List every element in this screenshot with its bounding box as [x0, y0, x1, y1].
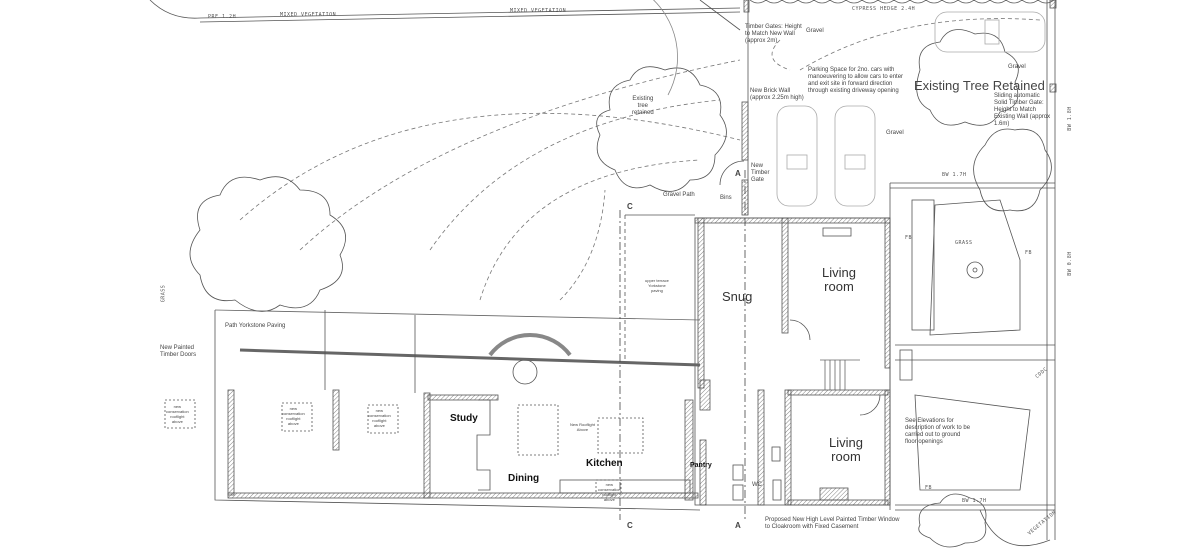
room-dining: Dining [508, 473, 540, 484]
rooflight-note: new conservation rooflight above [368, 408, 391, 428]
room-living-top: Living room [822, 265, 856, 294]
cypress-hedge [749, 0, 1055, 4]
bw-label: BW 1.7H [962, 498, 987, 504]
gravel-label: Gravel [806, 28, 824, 34]
section-a-marker: A [735, 169, 741, 178]
grass-label: GRASS [955, 240, 973, 246]
parked-cars [776, 11, 1046, 207]
building-walls [164, 214, 891, 511]
prf-label: PRF 1.2H [208, 14, 237, 20]
gravel-label: Gravel [1008, 64, 1026, 70]
fb-label: FB [925, 485, 933, 491]
mixed-vegetation-label: MIXED VEGETATION [510, 8, 567, 14]
wc-fittings [732, 446, 782, 501]
hedge-label: CYPRESS HEDGE 2.4H [852, 6, 916, 12]
existing-tree-small-note: Existing tree retained [632, 96, 654, 116]
bins-label: Bins [720, 195, 732, 201]
rooflight-note: new conservation rooflight above [166, 404, 189, 424]
room-pantry: Pantry [690, 462, 712, 469]
rooflight-note: new conservation rooflight above [598, 482, 621, 502]
room-study: Study [450, 413, 478, 424]
section-lines [619, 170, 746, 520]
bw-label: BW 1.8H [1066, 106, 1073, 131]
proposed-window-note: Proposed New High Level Painted Timber W… [765, 517, 900, 530]
grass-label: GRASS [160, 284, 167, 303]
new-timber-gate-note: New Timber Gate [751, 163, 770, 183]
new-rooflight-note: New Rooflight Above [570, 422, 595, 432]
fb-label: FB [905, 235, 913, 241]
path-paving-label: Path Yorkstone Paving [225, 323, 286, 329]
see-elevations-note: See Elevations for description of work t… [905, 418, 971, 445]
section-c-marker: C [627, 202, 633, 211]
bw-label: BW 0.8H [1066, 251, 1073, 276]
room-snug: Snug [722, 289, 753, 304]
section-a-marker: A [735, 521, 741, 530]
fb-label: FB [1025, 250, 1033, 256]
section-c-marker: C [627, 521, 633, 530]
room-living-bottom: Living room [829, 435, 863, 464]
upper-terrace-note: upper terrace Yorkstone paving [645, 278, 669, 293]
sliding-gate-note: Sliding automatic Solid Timber Gate: Hei… [994, 93, 1051, 127]
gravel-label: Gravel [886, 130, 904, 136]
gravel-path-label: Gravel Path [663, 192, 695, 198]
bw-label: BW 1.7H [942, 172, 967, 178]
parking-note: Parking Space for 2no. cars with manoeuv… [808, 67, 904, 94]
tree-outlines [189, 0, 1052, 548]
room-kitchen: Kitchen [586, 458, 623, 469]
painted-doors-note: New Painted Timber Doors [160, 345, 197, 358]
driveway-arcs [239, 18, 1041, 301]
timber-gates-note: Timber Gates: Height to Match New Wall (… [745, 24, 802, 44]
mixed-vegetation-label: MIXED VEGETATION [280, 12, 337, 18]
top-boundary [149, 0, 741, 31]
existing-tree-label: Existing Tree Retained [914, 78, 1045, 93]
rooflight-note: new conservation rooflight above [282, 406, 305, 426]
garden-beds [899, 199, 1031, 491]
new-brick-wall-note: New Brick Wall (approx 2.25m high) [750, 88, 804, 101]
wc-label: WC [752, 482, 762, 488]
